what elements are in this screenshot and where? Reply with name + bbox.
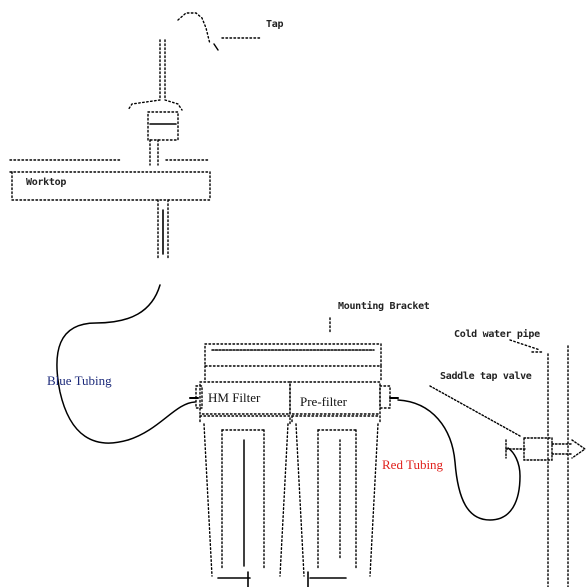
worktop-label: Worktop [26, 177, 67, 188]
worktop-drawing [9, 159, 211, 259]
saddle-valve-drawing [429, 385, 587, 461]
mounting-bracket-label: Mounting Bracket [338, 301, 430, 312]
pre-filter-housing [291, 415, 381, 577]
tap-tick [213, 43, 219, 51]
tap-label: Tap [266, 19, 284, 30]
hm-filter-housing [199, 415, 291, 577]
cold-water-pipe-label: Cold water pipe [454, 329, 540, 340]
saddle-tap-valve-label: Saddle tap valve [440, 371, 532, 382]
mounting-bracket-drawing [204, 317, 382, 381]
blue-tubing-label: Blue Tubing [47, 373, 112, 388]
pre-filter-label: Pre-filter [300, 394, 347, 409]
hm-filter-label: HM Filter [208, 390, 261, 405]
tap-drawing [127, 12, 211, 166]
red-tubing-line [397, 399, 521, 521]
red-tubing-label: Red Tubing [382, 457, 444, 472]
cold-water-pipe-drawing [509, 339, 569, 587]
housing-bases [217, 571, 347, 587]
blue-tubing-line [56, 284, 196, 444]
